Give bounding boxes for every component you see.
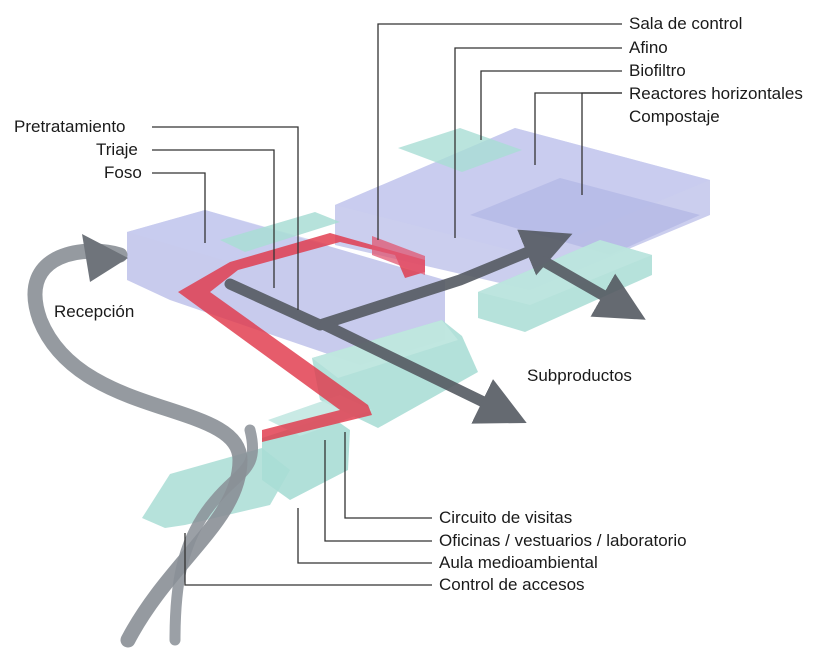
process-flow-arrows (224, 229, 646, 424)
label-subproductos: Subproductos (527, 366, 632, 385)
flow-to-refining-arrow (539, 256, 646, 320)
leader-afino (454, 47, 622, 238)
leader-sala-control (377, 23, 622, 240)
flow-to-byproducts-arrow (319, 319, 527, 424)
leader-oficinas (324, 440, 432, 542)
leader-control (184, 533, 432, 586)
visit-route (178, 233, 425, 442)
leader-biofiltro (480, 70, 622, 140)
leader-aula (297, 508, 432, 564)
label-foso: Foso (104, 163, 142, 182)
leader-compostaje (581, 92, 622, 195)
label-sala-control: Sala de control (629, 14, 743, 33)
flow-to-reactors-arrow (224, 229, 573, 331)
label-control-accesos: Control de accesos (439, 575, 585, 594)
label-afino: Afino (629, 38, 668, 57)
label-compostaje: Compostaje (629, 107, 720, 126)
leader-lines (152, 23, 622, 586)
label-circuito-visitas: Circuito de visitas (439, 508, 573, 527)
reception-flow-arrow (27, 234, 259, 648)
label-aula: Aula medioambiental (439, 553, 598, 572)
label-oficinas: Oficinas / vestuarios / laboratorio (439, 531, 687, 550)
biofilter-volume (398, 128, 522, 172)
leader-circuito (344, 432, 432, 519)
label-biofiltro: Biofiltro (629, 61, 686, 80)
label-pretratamiento: Pretratamiento (14, 117, 126, 136)
triaje-volume (220, 212, 340, 252)
leader-triaje (152, 149, 275, 288)
reception-arrowhead-icon (82, 234, 128, 282)
leader-foso (152, 172, 206, 243)
label-triaje: Triaje (96, 140, 138, 159)
leader-pretratamiento (152, 126, 299, 310)
label-recepcion: Recepción (54, 302, 135, 321)
label-reactores: Reactores horizontales (629, 84, 803, 103)
